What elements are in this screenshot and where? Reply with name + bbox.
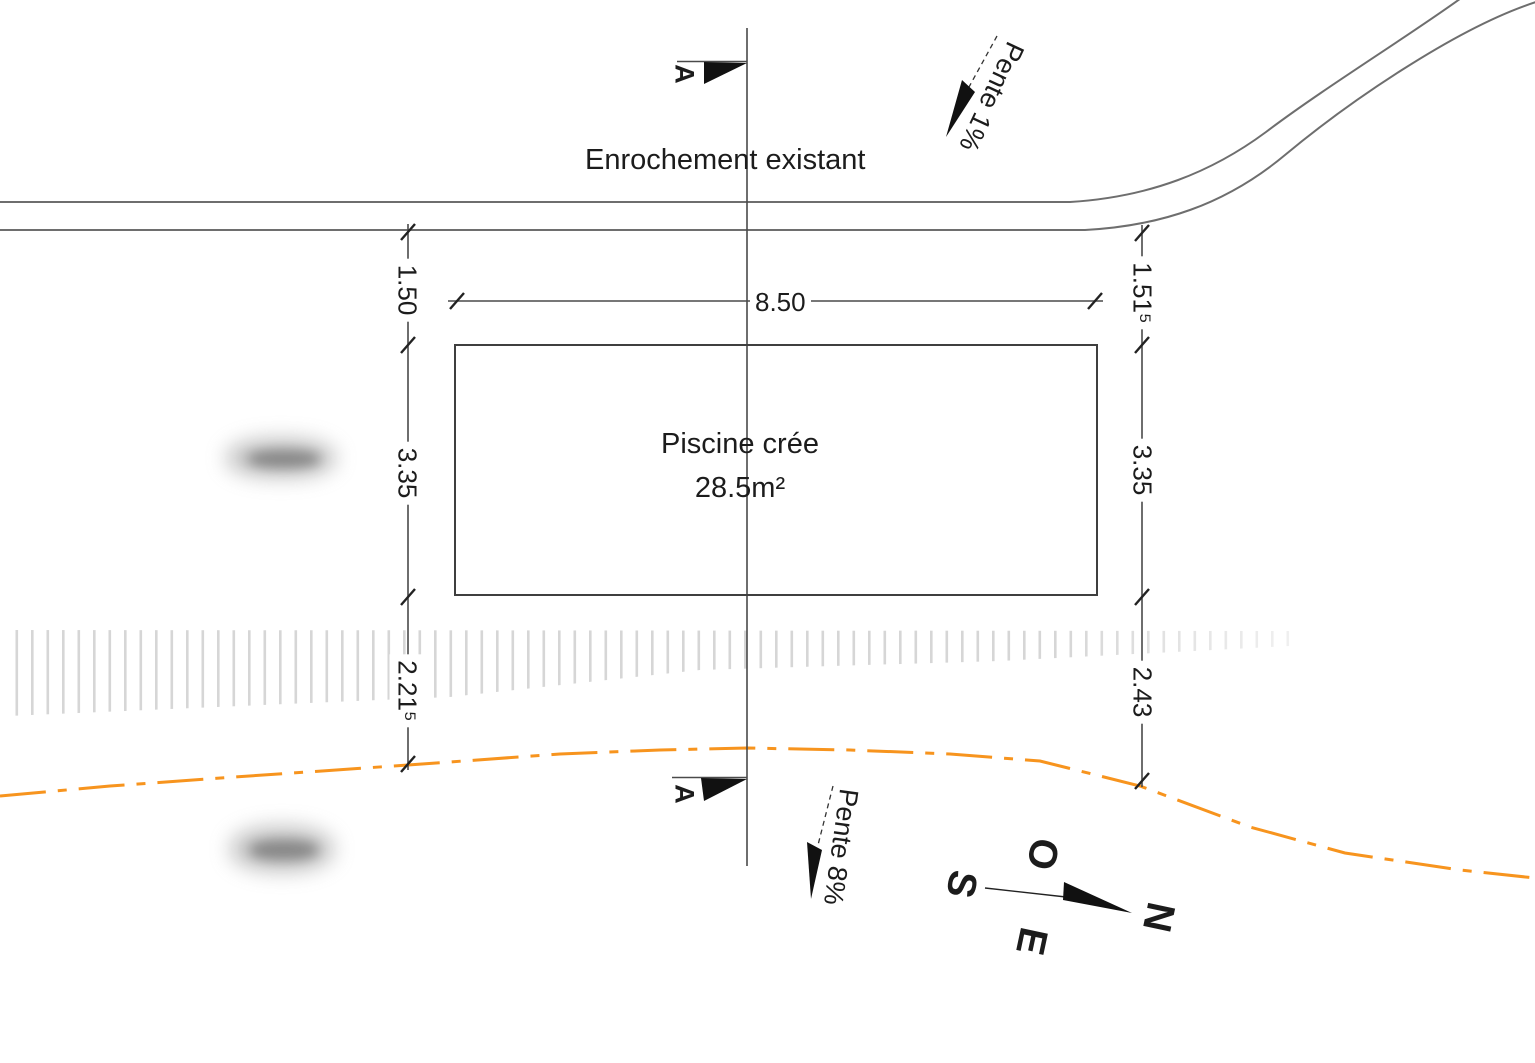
- dim-8-50: 8.50: [750, 287, 811, 318]
- road-lower-line: [0, 1, 1535, 231]
- road-upper-line: [0, 0, 1461, 203]
- slope-arrow-8: [807, 785, 834, 899]
- dim-left-2-21: 2.21⁵: [389, 654, 425, 728]
- section-markers: [672, 60, 747, 801]
- dim-right-3-35: 3.35: [1124, 438, 1160, 502]
- section-letter-bottom: A: [669, 784, 700, 804]
- boundary-orange-line: [0, 746, 1535, 880]
- enrochement-label: Enrochement existant: [585, 144, 866, 176]
- dim-right-2-43: 2.43: [1124, 660, 1160, 724]
- compass-north-arrow: [1063, 882, 1132, 913]
- slope-arrow-1: [946, 35, 998, 137]
- dim-left-3-35: 3.35: [389, 441, 425, 505]
- dim-left-1-50: 1.50: [389, 258, 425, 322]
- pool-name: Piscine crée: [661, 428, 819, 460]
- blurred-label-lower-core: [250, 840, 318, 860]
- pool-label: Piscine crée 28.5m²: [570, 422, 910, 510]
- section-arrow-top: [704, 62, 747, 84]
- section-arrow-bottom: [701, 778, 747, 801]
- blurred-label-upper-core: [248, 450, 320, 468]
- section-letter-top: A: [669, 64, 700, 84]
- dim-ticks: [400, 223, 1150, 790]
- compass-needle: [984, 882, 1132, 913]
- pool-area: 28.5m²: [694, 472, 786, 504]
- hatch-band: [8, 630, 1290, 716]
- pool-outline: [454, 344, 1098, 596]
- dim-right-1-51: 1.51⁵: [1124, 256, 1160, 330]
